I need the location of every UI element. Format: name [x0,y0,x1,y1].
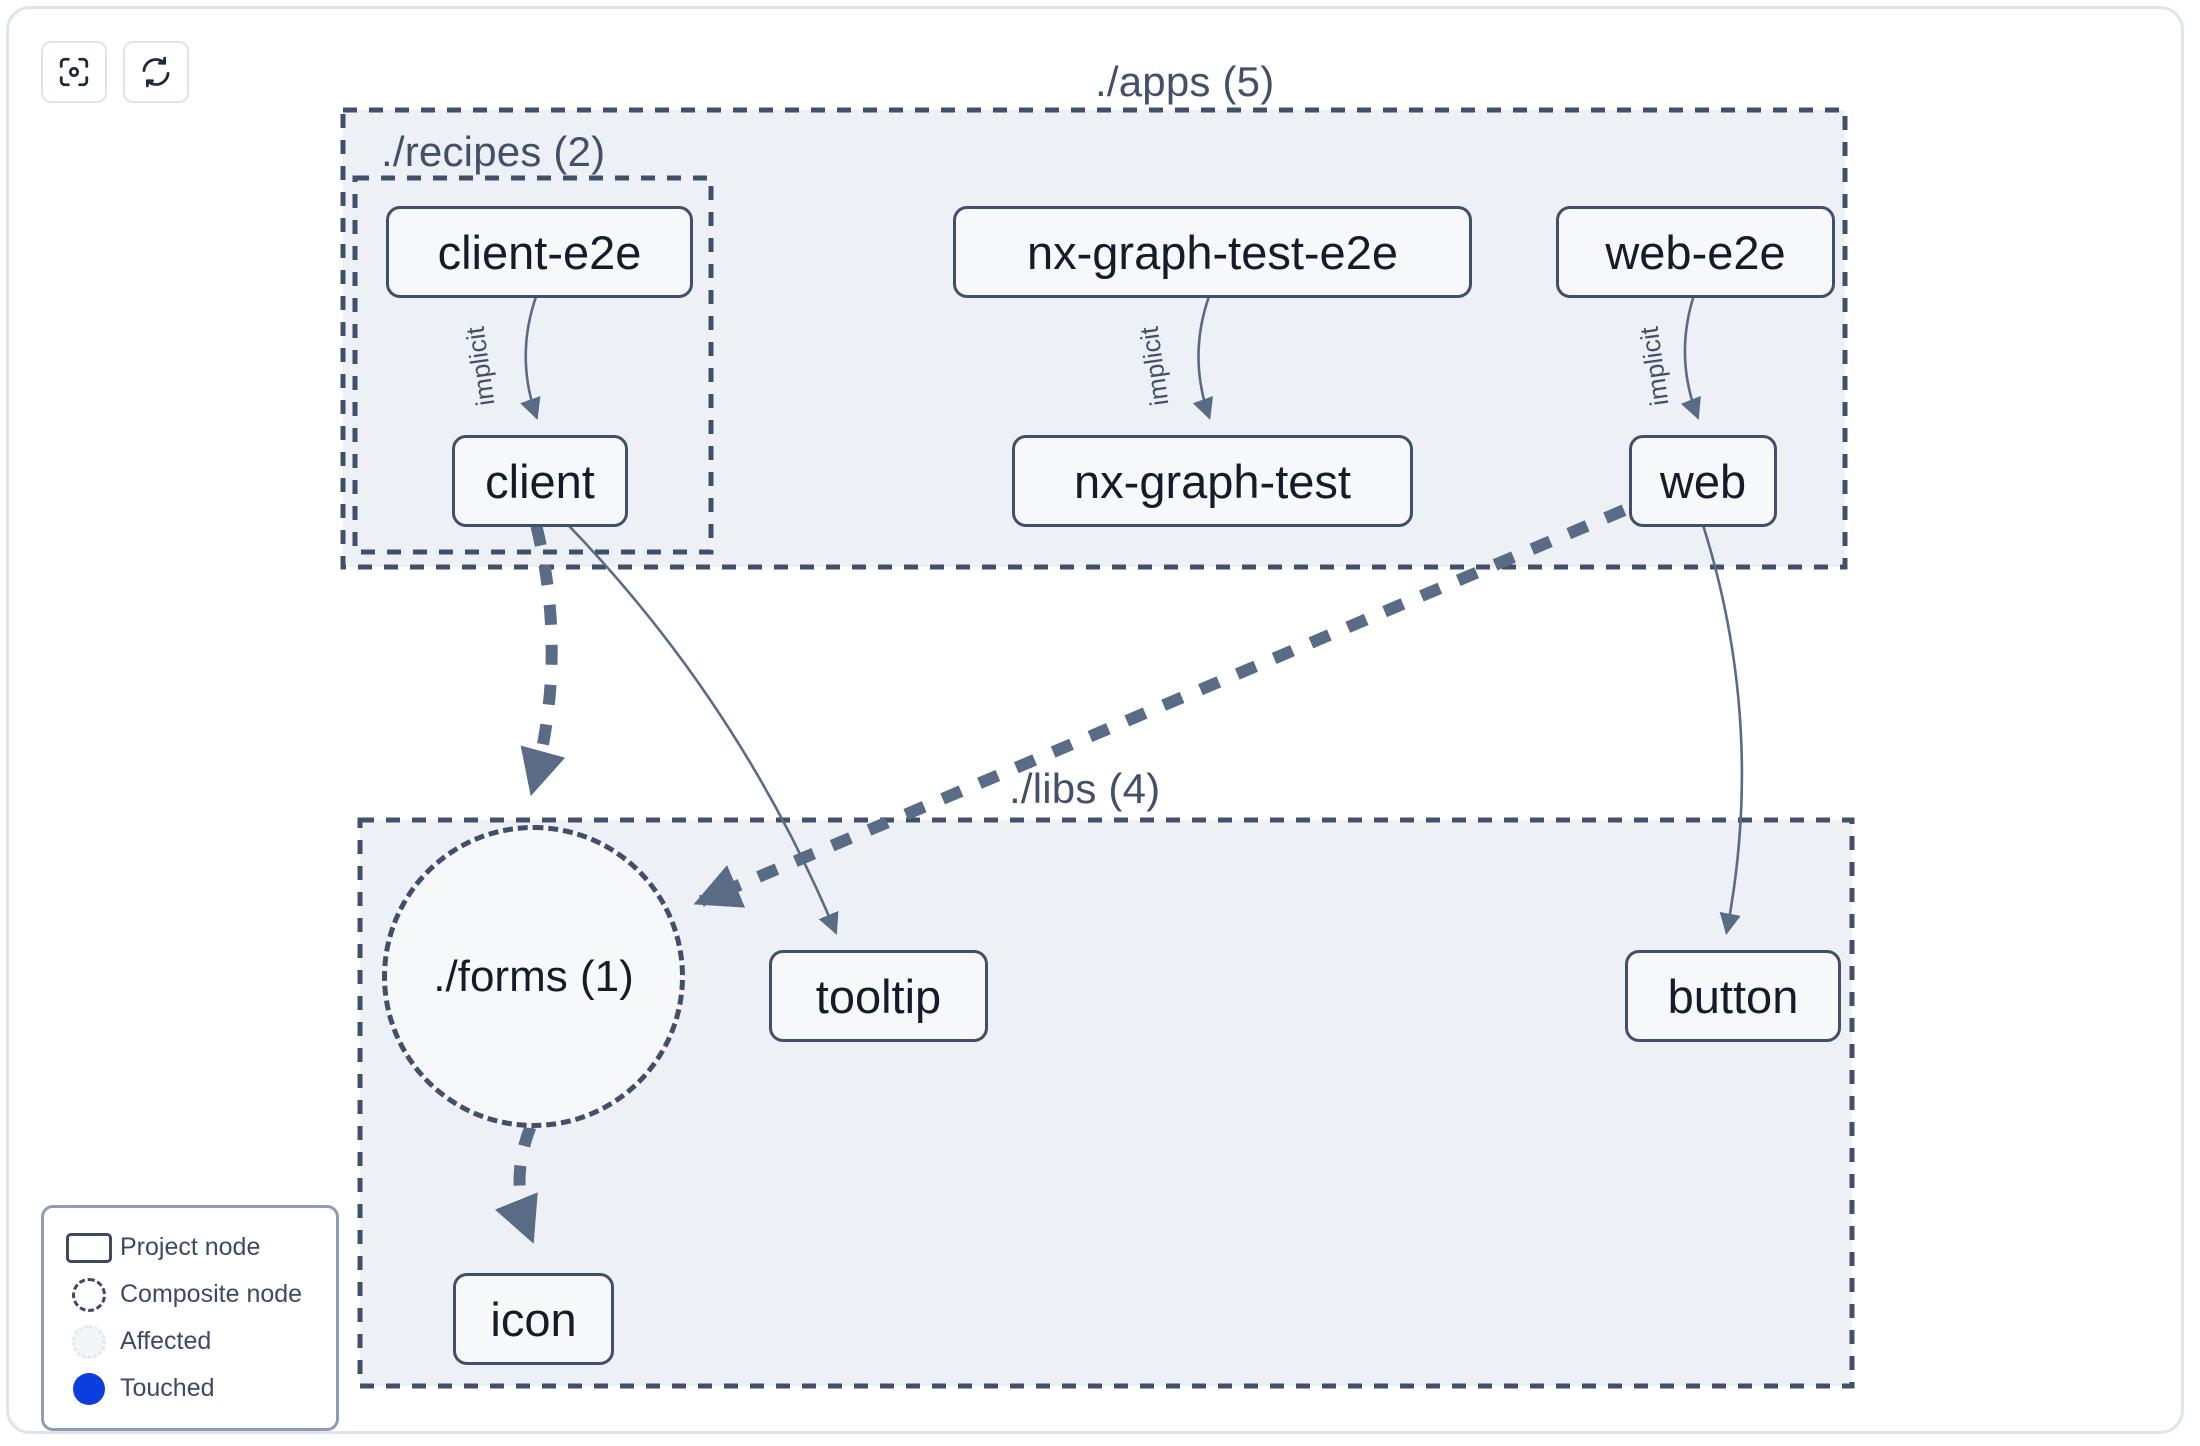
refresh-icon [139,55,173,89]
graph-node-client-e2e[interactable]: client-e2e [386,206,693,298]
legend-label: Touched [120,1374,215,1402]
composite-node-icon [58,1277,120,1312]
affected-icon [58,1324,120,1359]
graph-node-nx-graph-test-e2e[interactable]: nx-graph-test-e2e [953,206,1472,298]
graph-node-client[interactable]: client [452,435,628,527]
graph-node-web-e2e[interactable]: web-e2e [1556,206,1835,298]
graph-node-web[interactable]: web [1629,435,1777,527]
project-node-icon [58,1232,120,1263]
legend-item-composite-node: Composite node [58,1271,318,1318]
group-label-recipes: ./recipes (2) [381,128,606,175]
legend-item-affected: Affected [58,1318,318,1365]
graph-panel: ./apps (5) ./recipes (2) ./libs (4) client… [6,6,2184,1434]
focus-graph-button[interactable] [41,41,107,103]
graph-legend: Project node Composite node Affected Tou… [41,1205,339,1431]
legend-label: Project node [120,1233,261,1261]
legend-item-project-node: Project node [58,1224,318,1271]
focus-scan-icon [57,55,91,89]
graph-toolbar [41,41,189,103]
group-label-apps: ./apps (5) [1095,58,1275,105]
legend-item-touched: Touched [58,1365,318,1412]
graph-node-tooltip[interactable]: tooltip [769,950,988,1042]
group-label-libs: ./libs (4) [1009,765,1161,812]
legend-label: Composite node [120,1280,303,1308]
refresh-graph-button[interactable] [123,41,189,103]
legend-label: Affected [120,1327,212,1355]
touched-icon [58,1372,120,1405]
graph-node-button[interactable]: button [1625,950,1841,1042]
graph-node-icon[interactable]: icon [453,1273,614,1365]
graph-node-nx-graph-test[interactable]: nx-graph-test [1012,435,1413,527]
graph-node-forms[interactable]: ./forms (1) [382,825,685,1128]
